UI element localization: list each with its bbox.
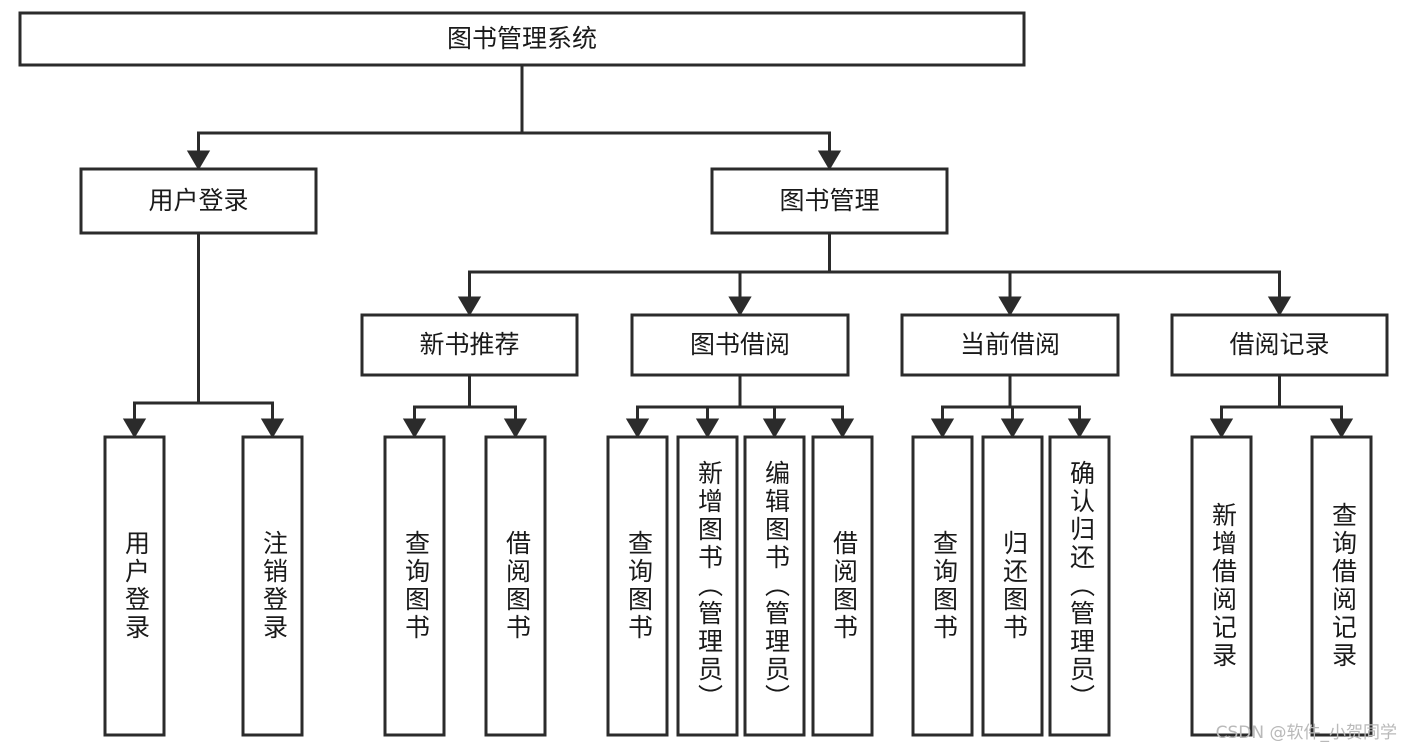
node-leaf-查询图书[interactable]: 查询图书: [383, 435, 446, 737]
connector-借阅记录-to-新增借阅记录: [1209, 405, 1280, 439]
node-leaf-借阅图书[interactable]: 借阅图书: [484, 435, 547, 737]
node-box: [79, 167, 318, 235]
node-label: 注销登录: [260, 530, 289, 642]
node-box: [911, 435, 974, 737]
node-leaf-查询借阅记录[interactable]: 查询借阅记录: [1310, 435, 1373, 737]
node-label: 查询图书: [625, 530, 654, 642]
connector-借阅记录-to-查询借阅记录: [1279, 405, 1354, 439]
node-label: 借阅记录: [1229, 330, 1329, 359]
connector-layer: [122, 65, 1354, 439]
connector-user-login-to-注销登录: [198, 401, 285, 439]
node-level2-当前借阅[interactable]: 当前借阅: [900, 313, 1120, 377]
node-box: [18, 11, 1026, 67]
connector-root-to-图书管理: [522, 131, 842, 171]
node-label: 用户登录: [122, 530, 151, 642]
node-box: [811, 435, 874, 737]
node-leaf-新增图书管理员[interactable]: 新增图书（管理员）: [676, 435, 739, 737]
node-leaf-编辑图书管理员[interactable]: 编辑图书（管理员）: [743, 435, 806, 737]
connector-book-manage-to-当前借阅: [829, 270, 1022, 317]
node-box: [1310, 435, 1373, 737]
node-layer: 图书管理系统用户登录图书管理新书推荐图书借阅当前借阅借阅记录用户登录注销登录查询…: [18, 11, 1389, 737]
node-level2-新书推荐[interactable]: 新书推荐: [360, 313, 579, 377]
node-label: 当前借阅: [960, 330, 1060, 359]
node-label: 新增图书（管理员）: [695, 460, 724, 712]
node-box: [1190, 435, 1253, 737]
connector-当前借阅-to-归还图书: [1000, 405, 1025, 439]
connector-book-manage-to-借阅记录: [829, 270, 1292, 317]
connector-book-manage-to-图书借阅: [728, 270, 830, 317]
node-box: [1048, 435, 1111, 737]
node-box: [103, 435, 166, 737]
node-label: 借阅图书: [503, 530, 532, 642]
node-level2-借阅记录[interactable]: 借阅记录: [1170, 313, 1389, 377]
node-box: [1170, 313, 1389, 377]
node-leaf-新增借阅记录[interactable]: 新增借阅记录: [1190, 435, 1253, 737]
connector-图书借阅-to-新增图书管理员: [695, 405, 740, 439]
node-label: 图书管理: [779, 186, 879, 215]
node-box: [981, 435, 1044, 737]
connector-新书推荐-to-借阅图书: [469, 405, 528, 439]
connector-图书借阅-to-查询图书: [625, 405, 740, 439]
node-label: 确认归还（管理员）: [1067, 460, 1096, 712]
node-root-图书管理系统[interactable]: 图书管理系统: [18, 11, 1026, 67]
connector-当前借阅-to-查询图书: [930, 405, 1010, 439]
node-label: 图书借阅: [690, 330, 790, 359]
connector-book-manage-to-新书推荐: [457, 270, 830, 317]
connector-图书借阅-to-借阅图书: [740, 405, 855, 439]
node-label: 查询借阅记录: [1329, 502, 1358, 670]
connector-图书借阅-to-编辑图书管理员: [740, 405, 787, 439]
node-box: [630, 313, 850, 377]
connector-root-to-用户登录: [186, 131, 522, 171]
node-label: 用户登录: [148, 186, 248, 215]
node-leaf-查询图书[interactable]: 查询图书: [606, 435, 669, 737]
connector-新书推荐-to-查询图书: [402, 405, 470, 439]
node-box: [900, 313, 1120, 377]
node-box: [241, 435, 304, 737]
node-leaf-用户登录[interactable]: 用户登录: [103, 435, 166, 737]
node-box: [383, 435, 446, 737]
node-label: 借阅图书: [830, 530, 859, 642]
node-box: [676, 435, 739, 737]
node-leaf-确认归还管理员[interactable]: 确认归还（管理员）: [1048, 435, 1111, 737]
node-leaf-借阅图书[interactable]: 借阅图书: [811, 435, 874, 737]
node-box: [710, 167, 949, 235]
node-box: [606, 435, 669, 737]
connector-user-login-to-用户登录: [122, 401, 199, 439]
node-label: 查询图书: [402, 530, 431, 642]
node-label: 图书管理系统: [447, 24, 597, 53]
node-label: 新增借阅记录: [1209, 502, 1238, 670]
node-box: [484, 435, 547, 737]
node-leaf-查询图书[interactable]: 查询图书: [911, 435, 974, 737]
node-box: [743, 435, 806, 737]
node-box: [360, 313, 579, 377]
node-label: 查询图书: [930, 530, 959, 642]
node-label: 新书推荐: [419, 330, 519, 359]
node-level2-图书借阅[interactable]: 图书借阅: [630, 313, 850, 377]
connector-当前借阅-to-确认归还管理员: [1010, 405, 1092, 439]
node-leaf-注销登录[interactable]: 注销登录: [241, 435, 304, 737]
node-label: 编辑图书（管理员）: [762, 460, 791, 712]
node-level1-用户登录[interactable]: 用户登录: [79, 167, 318, 235]
node-label: 归还图书: [1000, 530, 1029, 642]
node-level1-图书管理[interactable]: 图书管理: [710, 167, 949, 235]
node-leaf-归还图书[interactable]: 归还图书: [981, 435, 1044, 737]
